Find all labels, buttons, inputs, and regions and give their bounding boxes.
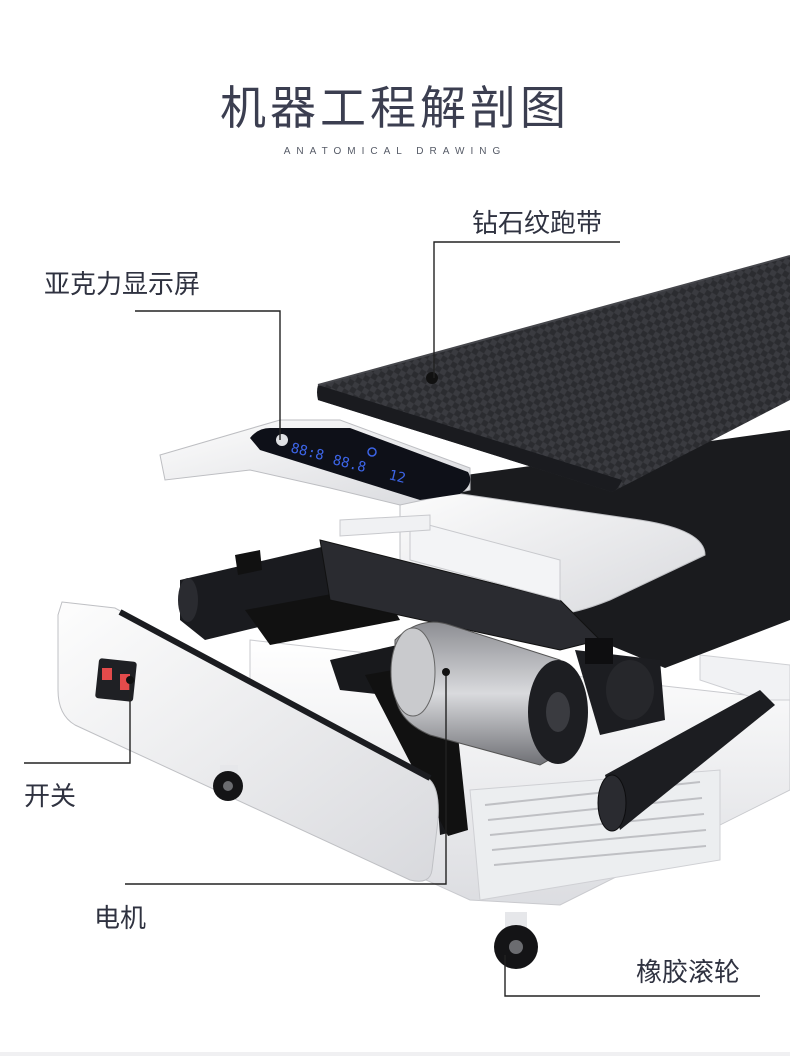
callout-label-motor: 电机 (94, 904, 147, 934)
caster-wheel-left (213, 765, 243, 801)
display-readout-distance: 12 (387, 467, 407, 487)
callout-label-display: 亚克力显示屏 (44, 270, 201, 300)
callout-lines (24, 241, 760, 997)
callout-line-belt (433, 241, 620, 378)
motor (390, 621, 665, 766)
display-readout-time: 88:8 (289, 440, 326, 464)
callout-label-belt: 钻石纹跑带 (472, 209, 603, 239)
callout-line-display (135, 310, 281, 440)
callout-label-roller: 橡胶滚轮 (636, 958, 741, 988)
display-readout-speed: 88.8 (331, 452, 368, 476)
power-icon (367, 447, 377, 457)
callout-line-roller (504, 955, 760, 997)
rubber-caster-wheel (494, 912, 538, 969)
callout-line-motor (125, 672, 447, 885)
callout-label-switch: 开关 (24, 782, 77, 812)
page-subtitle: ANATOMICAL DRAWING (283, 146, 507, 157)
right-side-rail (699, 654, 790, 701)
callout-line-switch (24, 680, 131, 764)
front-cover-panel (57, 601, 439, 882)
page-title: 机器工程解剖图 (220, 81, 570, 135)
display-readouts: 88:8 88.8 12 (289, 440, 407, 487)
console-cover (159, 419, 471, 506)
diamond-running-belt (317, 255, 790, 492)
bottom-divider (0, 1052, 790, 1056)
callout-dot-switch (126, 676, 134, 684)
front-roller-bar (597, 690, 775, 832)
callout-dot-motor (442, 668, 450, 676)
